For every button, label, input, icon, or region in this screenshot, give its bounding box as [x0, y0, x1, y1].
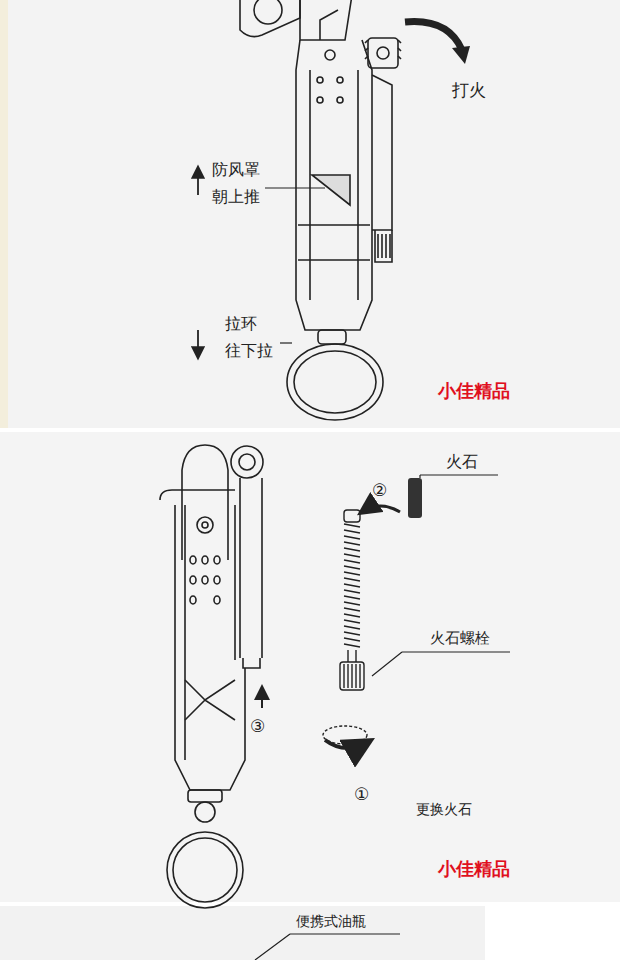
callout-number: ① [354, 784, 369, 804]
watermark: 小佳精品 [438, 858, 510, 880]
panel-ground [0, 906, 485, 960]
callout-number: ③ [250, 716, 265, 736]
action-label: 打火 [452, 80, 486, 100]
strike-arrow [405, 22, 462, 50]
part-name: 拉环 [225, 314, 257, 333]
leader-line [255, 934, 400, 960]
leader-line [280, 342, 292, 343]
caption-note: 更换火石 [416, 801, 472, 818]
watermark: 小佳精品 [438, 380, 510, 402]
leader-line [265, 187, 325, 188]
flint-screw [340, 510, 364, 690]
callout-number: ② [372, 480, 387, 500]
part-name: 防风罩 [212, 160, 260, 179]
leader-line [372, 652, 510, 676]
action-label: 朝上推 [212, 187, 260, 206]
part-name: 火石 [446, 452, 478, 471]
panel-ground [0, 432, 620, 902]
panel-edge [0, 0, 8, 428]
panel-ground [0, 0, 620, 428]
flint [408, 478, 422, 518]
arrow-head [452, 46, 470, 64]
rotate-arrow [325, 740, 368, 748]
up-arrow [261, 688, 263, 708]
part-name: 火石螺栓 [430, 629, 490, 647]
down-arrow [197, 330, 199, 357]
lighter-side-view [160, 445, 263, 908]
action-label: 往下拉 [225, 341, 273, 360]
leader-line [420, 474, 498, 475]
leader-line [419, 475, 420, 478]
part-name: 便携式油瓶 [296, 913, 366, 930]
up-arrow [197, 168, 199, 195]
insert-arrow [362, 506, 400, 512]
